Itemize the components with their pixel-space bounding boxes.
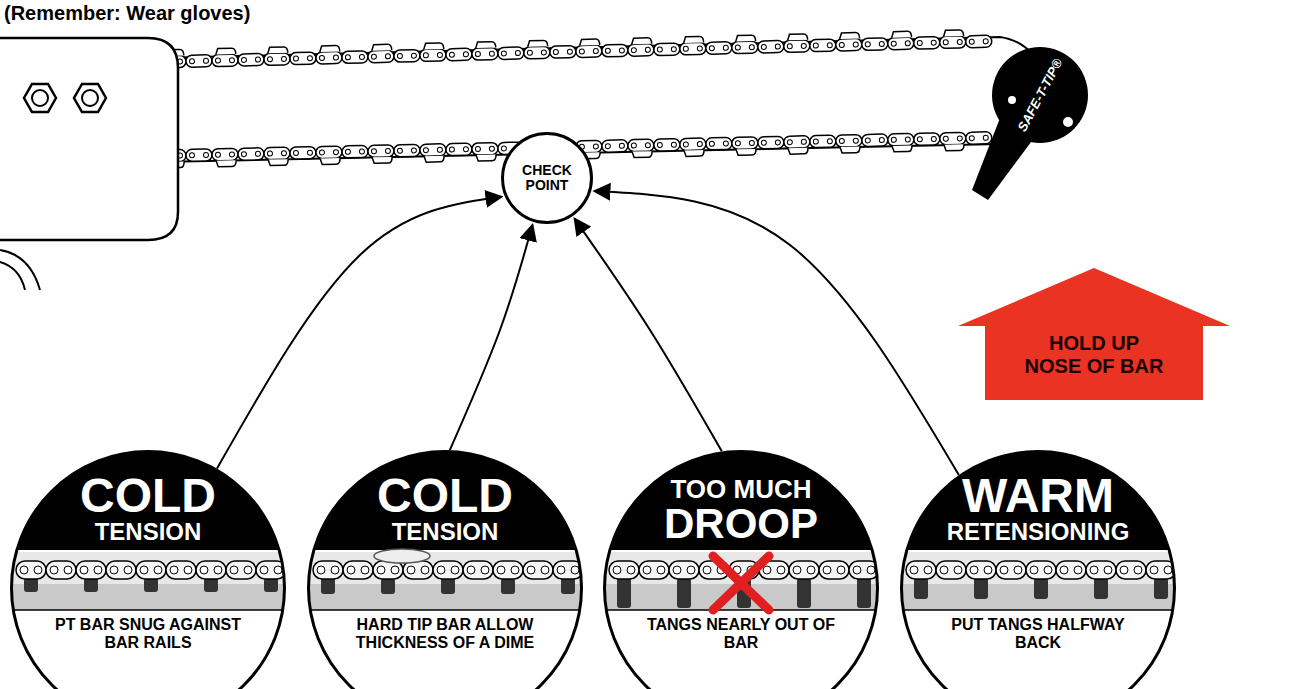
tension-circle: COLD TENSION HARD TIP BAR ALLOW THICKNESS… bbox=[307, 450, 583, 689]
connector-arrow bbox=[594, 191, 959, 475]
check-point-circle: CHECK POINT bbox=[501, 132, 593, 224]
node-heading: COLD TENSION bbox=[320, 472, 570, 550]
tension-circle: WARM RETENSIONING PUT TANGS HALFWAY BACK bbox=[900, 450, 1176, 689]
nose-guard bbox=[972, 47, 1088, 200]
guide-bar bbox=[160, 37, 1047, 162]
node-body: HARD TIP BAR ALLOW THICKNESS OF A DIME bbox=[350, 616, 540, 653]
red-arrow: HOLD UP NOSE OF BAR bbox=[958, 268, 1230, 400]
node-body: PT BAR SNUG AGAINST BAR RAILS bbox=[53, 616, 243, 653]
connector-arrow bbox=[450, 225, 533, 450]
safety-note: (Remember: Wear gloves) bbox=[4, 2, 250, 25]
tension-circle: COLD TENSION PT BAR SNUG AGAINST BAR RAIL… bbox=[10, 450, 286, 689]
node-body: PUT TANGS HALFWAY BACK bbox=[943, 616, 1133, 653]
saw-chain bbox=[160, 29, 992, 68]
connector-arrow bbox=[574, 219, 721, 452]
node-heading: HOLD UP NOSE OF BAR bbox=[1019, 332, 1169, 378]
tension-circle: TOO MUCH DROOP TANGS NEARLY OUT OF BAR bbox=[603, 450, 879, 689]
node-heading: CHECK POINT bbox=[512, 163, 582, 194]
node-body: TANGS NEARLY OUT OF BAR bbox=[646, 616, 836, 653]
node-heading: COLD TENSION bbox=[23, 472, 273, 550]
node-heading: WARM RETENSIONING bbox=[913, 472, 1163, 550]
node-heading: TOO MUCH DROOP bbox=[621, 464, 861, 550]
saw-housing bbox=[0, 38, 178, 290]
